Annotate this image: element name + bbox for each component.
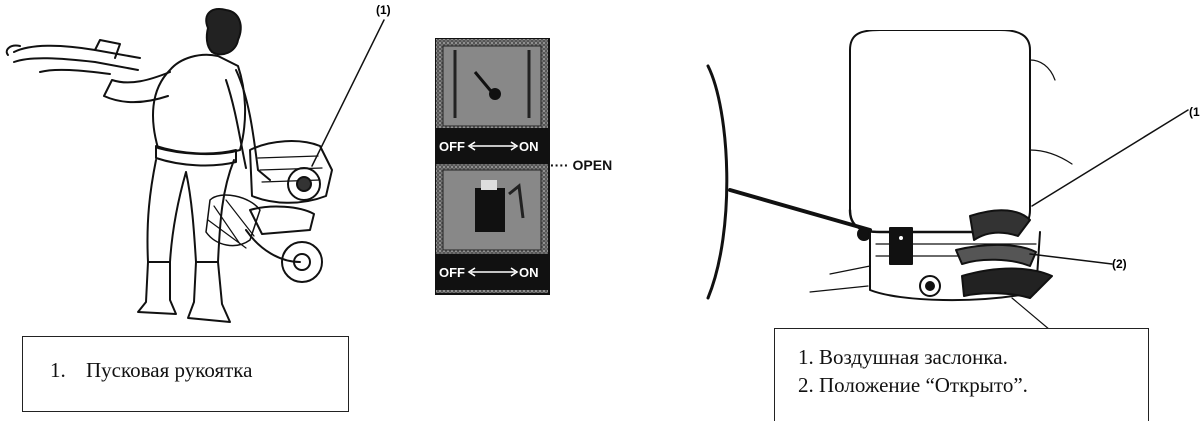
recoil-starter bbox=[287, 167, 321, 201]
operator-torso bbox=[152, 53, 247, 156]
caption-line-open-position: 2. Положение “Открыто”. bbox=[798, 373, 1028, 397]
magnifier-bracket bbox=[706, 64, 729, 300]
tiller-wheel bbox=[281, 241, 323, 283]
air-cleaner-cover bbox=[849, 30, 1031, 233]
caption-choke: 1. Воздушная заслонка. 2. Положение “Отк… bbox=[774, 328, 1149, 421]
lower-off-label: OFF bbox=[439, 265, 465, 280]
tiller-operator-illustration bbox=[5, 8, 385, 323]
caption-number: 1. bbox=[50, 358, 66, 382]
handlebar bbox=[13, 44, 141, 59]
choke-lever bbox=[969, 209, 1031, 241]
operator-legs bbox=[146, 159, 235, 263]
fuel-valve-icon bbox=[442, 169, 542, 251]
engine-choke-illustration bbox=[706, 30, 1189, 330]
operator-head bbox=[205, 8, 242, 56]
upper-off-label: OFF bbox=[439, 139, 465, 154]
callout-choke: (1 bbox=[1189, 105, 1200, 119]
caption-starter-handle: 1. Пусковая рукоятка bbox=[22, 336, 349, 412]
open-position-label: ···· OPEN bbox=[550, 157, 613, 173]
lower-on-label: ON bbox=[519, 265, 539, 280]
callout-open-position: (2) bbox=[1112, 257, 1127, 271]
tiller-engine bbox=[249, 140, 333, 204]
caption-line-choke: 1. Воздушная заслонка. bbox=[798, 345, 1008, 369]
caption-text: Пусковая рукоятка bbox=[86, 358, 253, 382]
switch-panel-illustration: OFF ON OFF ON bbox=[435, 38, 550, 295]
choke-switch bbox=[889, 227, 913, 265]
engine-switch-icon bbox=[442, 45, 542, 127]
upper-on-label: ON bbox=[519, 139, 539, 154]
callout-starter-handle: (1) bbox=[376, 3, 391, 17]
